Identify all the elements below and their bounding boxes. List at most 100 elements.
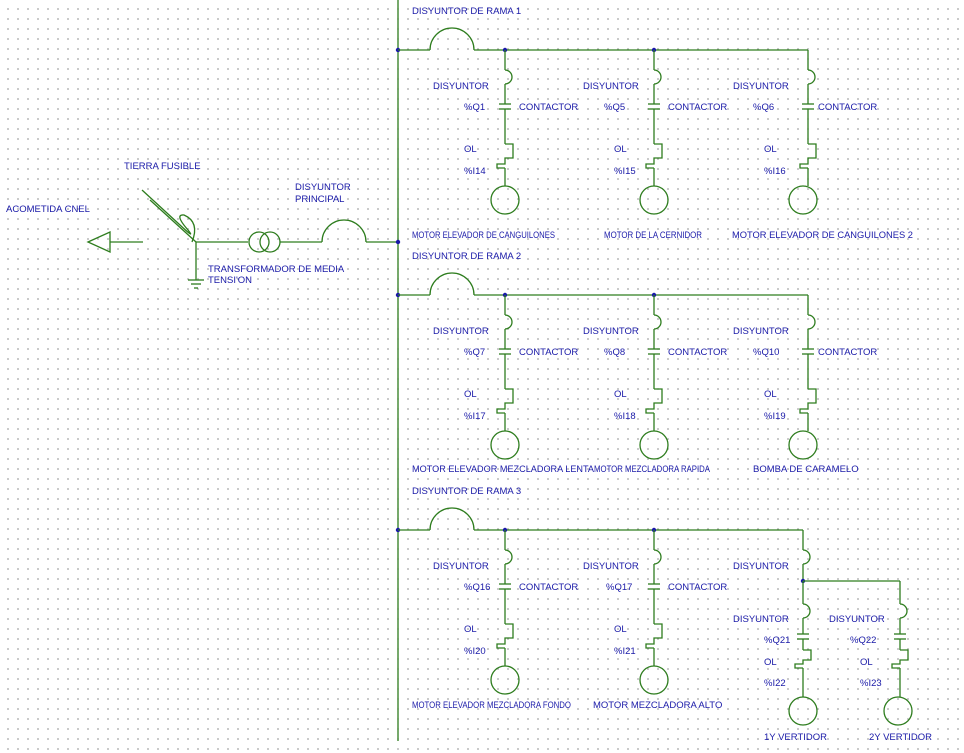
- breaker-label: DISYUNTOR: [433, 326, 489, 337]
- fuse-icon: [141, 189, 196, 243]
- breaker-icon: [899, 603, 908, 619]
- breaker-icon: [504, 549, 513, 565]
- breaker-label: DISYUNTOR: [583, 561, 639, 572]
- main-breaker-label-2: PRINCIPAL: [295, 194, 344, 205]
- motor-label: MOTOR ELEVADOR DE CANGUILONES: [412, 230, 555, 241]
- motor-circuit: DISYUNTOR %Q7 CONTACTOR OL %I17 MOTOR EL…: [412, 292, 595, 475]
- motor-icon: [883, 696, 913, 726]
- motor-icon: [788, 185, 818, 215]
- breaker-icon: [504, 69, 513, 85]
- overload-icon: [496, 143, 514, 169]
- overload-icon: [645, 388, 663, 414]
- motor-label: MOTOR DE LA CERNIDOR: [604, 230, 702, 241]
- breaker-id: %Q1: [464, 102, 485, 113]
- ol-label: OL: [764, 657, 777, 668]
- overload-icon: [799, 143, 817, 169]
- breaker-id: %Q16: [464, 582, 490, 593]
- overload-icon: [799, 388, 817, 414]
- motor-label: MOTOR ELEVADOR DE CANGUILONES 2: [732, 230, 913, 241]
- overload-icon: [496, 388, 514, 414]
- motor-icon: [639, 185, 669, 215]
- breaker-id: %Q7: [464, 347, 485, 358]
- branch-title: DISYUNTOR DE RAMA 1: [412, 6, 521, 17]
- motor-circuit: DISYUNTOR %Q5 CONTACTOR OL %I15 MOTOR DE…: [583, 47, 727, 241]
- breaker-id: %Q8: [604, 347, 625, 358]
- bus-junction: [395, 239, 401, 245]
- ol-label: OL: [860, 657, 873, 668]
- breaker-id: %Q21: [764, 635, 790, 646]
- contactor-label: CONTACTOR: [668, 582, 727, 593]
- motor-icon: [490, 665, 520, 695]
- breaker-label: DISYUNTOR: [583, 81, 639, 92]
- contactor-label: CONTACTOR: [818, 347, 877, 358]
- ol-id: %I18: [614, 411, 636, 422]
- main-breaker-label: DISYUNTOR: [295, 182, 351, 193]
- motor-circuit: DISYUNTOR %Q6 CONTACTOR OL %I16 MOTOR EL…: [732, 50, 913, 241]
- breaker-icon: [653, 69, 662, 85]
- main-breaker: DISYUNTOR PRINCIPAL: [295, 182, 398, 243]
- motor-circuit: DISYUNTOR %Q10 CONTACTOR OL %I19 BOMBA D…: [733, 295, 877, 475]
- branch-breaker-icon: [429, 272, 475, 296]
- breaker-label: DISYUNTOR: [433, 81, 489, 92]
- transformer-icon: [248, 231, 270, 253]
- ol-label: OL: [764, 389, 777, 400]
- breaker-icon: [321, 219, 367, 243]
- breaker-label: DISYUNTOR: [733, 614, 789, 625]
- motor-icon: [788, 696, 818, 726]
- breaker-id: %Q6: [753, 102, 774, 113]
- utility-supply: ACOMETIDA CNEL: [6, 204, 143, 254]
- contactor-label: CONTACTOR: [668, 102, 727, 113]
- breaker-icon: [504, 314, 513, 330]
- motor-label: MOTOR MEZCLADORA RAPIDA: [594, 464, 711, 475]
- branch-title: DISYUNTOR DE RAMA 3: [412, 486, 521, 497]
- motor-label: MOTOR ELEVADOR MEZCLADORA FONDO: [412, 700, 571, 711]
- motor-icon: [639, 430, 669, 460]
- breaker-icon: [653, 314, 662, 330]
- branch-breaker-icon: [429, 27, 475, 51]
- motor-label: 1Y VERTIDOR: [764, 732, 827, 743]
- contactor-label: CONTACTOR: [519, 347, 578, 358]
- branch-2: DISYUNTOR DE RAMA 2 DISYUNTOR %Q7 CONTAC…: [395, 251, 877, 475]
- contactor-label: CONTACTOR: [818, 102, 877, 113]
- motor-icon: [490, 430, 520, 460]
- contactor-label: CONTACTOR: [668, 347, 727, 358]
- breaker-label: DISYUNTOR: [829, 614, 885, 625]
- overload-icon: [891, 649, 909, 669]
- ol-id: %I23: [860, 678, 882, 689]
- breaker-id: %Q5: [604, 102, 625, 113]
- motor-icon: [490, 185, 520, 215]
- ol-label: OL: [464, 144, 477, 155]
- acometida-arrow-icon: [86, 230, 111, 254]
- branch-3: DISYUNTOR DE RAMA 3 DISYUNTOR %Q16 CONTA…: [395, 486, 932, 743]
- transformer: TRANSFORMADOR DE MEDIA TENSI'ON: [196, 231, 345, 286]
- motor-label: 2Y VERTIDOR: [869, 732, 932, 743]
- breaker-id: %Q17: [606, 582, 632, 593]
- ol-label: OL: [764, 144, 777, 155]
- overload-icon: [645, 143, 663, 169]
- ol-label: OL: [614, 389, 627, 400]
- breaker-label: DISYUNTOR: [583, 326, 639, 337]
- ground-fuse: TIERRA FUSIBLE: [124, 161, 201, 243]
- breaker-icon: [807, 69, 816, 85]
- breaker-icon: [802, 603, 811, 619]
- breaker-label: DISYUNTOR: [733, 561, 789, 572]
- ol-id: %I15: [614, 166, 636, 177]
- branch-breaker-icon: [429, 507, 475, 531]
- contactor-label: CONTACTOR: [519, 582, 578, 593]
- motor-circuit: DISYUNTOR %Q1 CONTACTOR OL %I14 MOTOR EL…: [412, 47, 578, 241]
- motor-circuit: DISYUNTOR %Q17 CONTACTOR OL %I21 MOTOR M…: [583, 527, 727, 711]
- ol-label: OL: [464, 389, 477, 400]
- motor-circuit: DISYUNTOR %Q21 OL %I22 1Y VERTIDOR: [733, 581, 827, 743]
- transformer-label: TRANSFORMADOR DE MEDIA: [208, 264, 345, 275]
- transformer-label-2: TENSI'ON: [208, 275, 252, 286]
- breaker-label: DISYUNTOR: [733, 326, 789, 337]
- ol-id: %I14: [464, 166, 486, 177]
- motor-label: MOTOR MEZCLADORA ALTO: [593, 700, 722, 711]
- sub-feeder: DISYUNTOR DISYUNTOR %Q21 OL %I22 1Y VERT…: [733, 530, 932, 743]
- ol-id: %I22: [764, 678, 786, 689]
- motor-circuit: DISYUNTOR %Q16 CONTACTOR OL %I20 MOTOR E…: [412, 527, 578, 711]
- overload-icon: [645, 623, 663, 649]
- motor-label: MOTOR ELEVADOR MEZCLADORA LENTA: [412, 464, 595, 475]
- breaker-id: %Q10: [753, 347, 779, 358]
